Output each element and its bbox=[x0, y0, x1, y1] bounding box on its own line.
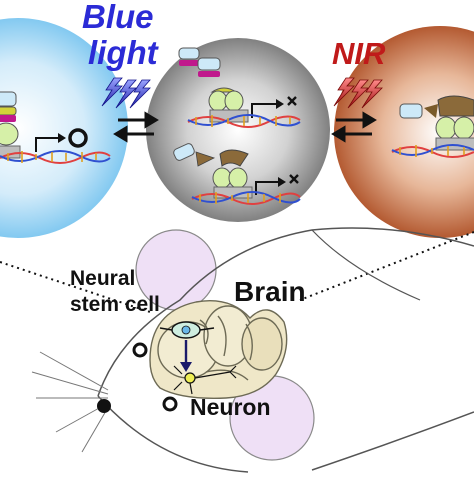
brain-illustration bbox=[150, 301, 287, 399]
dotted-connector-right bbox=[300, 232, 474, 300]
neuron-label: Neuron bbox=[190, 396, 271, 419]
neural-stem-cell-label-line1: Neural bbox=[70, 268, 135, 289]
brain-label: Brain bbox=[234, 278, 306, 306]
blue-light-label-line1: Blue bbox=[82, 0, 154, 33]
mouse-nose bbox=[97, 399, 111, 413]
neural-stem-cell-label-line2: stem cell bbox=[70, 294, 160, 315]
mouse-eye-icon-2 bbox=[164, 398, 176, 410]
blue-light-label-line2: light bbox=[88, 36, 158, 69]
mouse-eye-icon bbox=[134, 344, 146, 356]
nir-label: NIR bbox=[332, 38, 385, 69]
